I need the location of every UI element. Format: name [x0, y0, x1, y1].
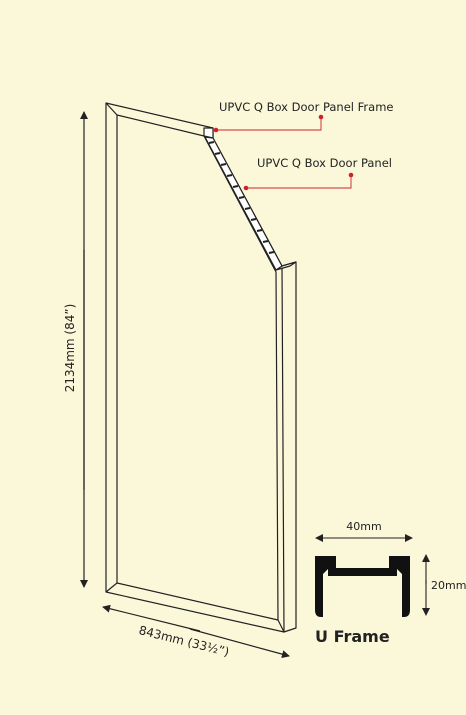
- frame-callout: UPVC Q Box Door Panel Frame: [213, 100, 393, 133]
- frame-callout-leader: [216, 117, 322, 131]
- height-dimension-label: 2134mm (84”): [63, 304, 77, 393]
- u-frame-title: U Frame: [315, 627, 390, 646]
- u-frame-width-label: 40mm: [346, 520, 381, 533]
- height-dimension: 2134mm (84”): [63, 111, 88, 588]
- panel-hatching: [208, 141, 275, 254]
- frame-callout-label: UPVC Q Box Door Panel Frame: [219, 100, 393, 114]
- frame-inner-outline: [116, 114, 279, 621]
- width-dimension-label: 843mm (33½”): [137, 623, 230, 659]
- width-dimension-arrow: [189, 628, 290, 659]
- u-frame-profile: [315, 556, 410, 617]
- door-frame: [105, 102, 297, 633]
- u-frame-detail: 40mm 20mm U Frame: [315, 520, 466, 646]
- door-panel-edge: [204, 136, 283, 271]
- u-frame-height-label: 20mm: [431, 579, 466, 592]
- frame-miter: [277, 619, 285, 633]
- frame-miter: [105, 102, 118, 116]
- panel-callout-label: UPVC Q Box Door Panel: [257, 156, 392, 170]
- panel-callout: UPVC Q Box Door Panel: [243, 156, 392, 191]
- frame-outer-outline: [105, 102, 285, 633]
- width-dimension-arrow: [102, 604, 201, 632]
- frame-miter: [105, 582, 118, 593]
- panel-callout-leader: [246, 175, 352, 189]
